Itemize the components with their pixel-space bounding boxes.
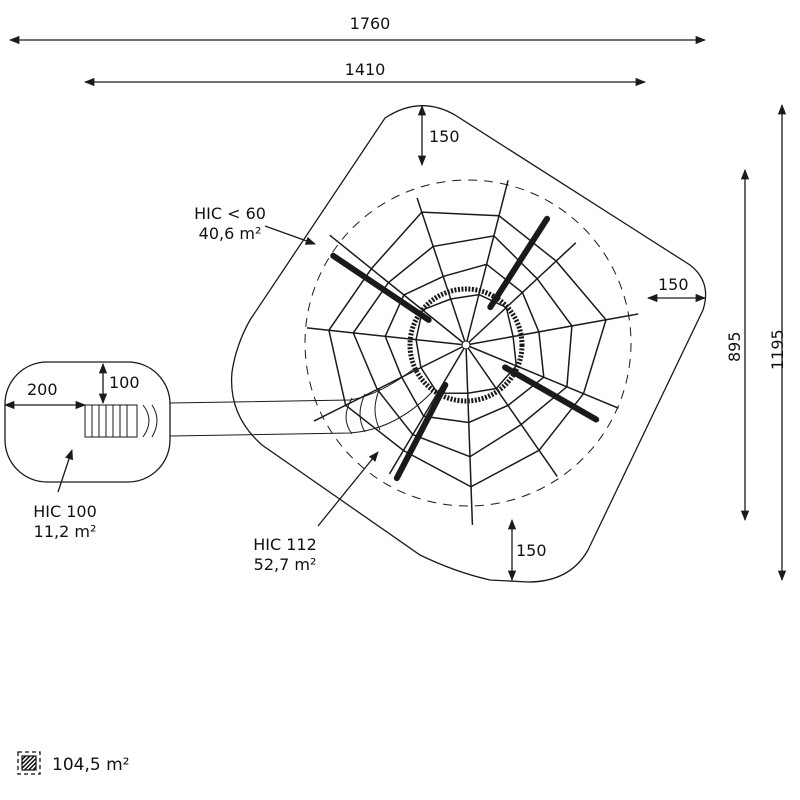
- total-area-label: 104,5 m²: [52, 755, 130, 775]
- web-spoke: [388, 344, 467, 475]
- support-beam: [393, 381, 449, 482]
- zone-label-hic60: HIC < 60 40,6 m²: [180, 204, 280, 244]
- zone-area: 52,7 m²: [253, 555, 317, 574]
- web-spoke: [465, 344, 619, 409]
- hatched-area-icon: [17, 751, 41, 775]
- web-ring: [328, 211, 607, 488]
- spider-web-net: [306, 180, 639, 525]
- zone-hic: HIC < 60: [194, 204, 266, 223]
- support-beam: [330, 252, 432, 323]
- safety-zone-slide-outline: [4, 361, 171, 483]
- web-spoke: [465, 344, 558, 477]
- dim-label-200: 200: [27, 380, 58, 399]
- support-beam: [502, 364, 600, 423]
- center-hub: [461, 340, 471, 350]
- web-spoke: [465, 344, 474, 525]
- zone-area: 40,6 m²: [198, 224, 262, 243]
- dim-label-150-bottom: 150: [516, 541, 547, 560]
- zone-label-hic112: HIC 112 52,7 m²: [235, 535, 335, 575]
- dim-label-895: 895: [725, 331, 744, 362]
- zone-hic: HIC 100: [33, 502, 97, 521]
- support-beam: [487, 215, 551, 311]
- web-ring: [384, 263, 545, 424]
- fall-zone-dashed-circle: [304, 179, 632, 507]
- pointer-arrow-hic100: [57, 449, 73, 493]
- zone-label-hic100: HIC 100 11,2 m²: [15, 502, 115, 542]
- web-spoke: [416, 197, 467, 346]
- dim-label-1760: 1760: [349, 14, 391, 33]
- dim-label-100: 100: [109, 373, 140, 392]
- safety-zone-main-outline: [230, 105, 707, 583]
- web-spoke: [313, 344, 467, 422]
- dim-label-150-right: 150: [658, 275, 689, 294]
- dim-label-1410: 1410: [344, 60, 386, 79]
- zone-area: 11,2 m²: [33, 522, 97, 541]
- pointer-arrow-hic112: [317, 451, 379, 527]
- zone-hic: HIC 112: [253, 535, 317, 554]
- web-spoke: [306, 327, 467, 346]
- web-spoke: [329, 234, 467, 346]
- dim-label-1195: 1195: [768, 329, 787, 370]
- web-ring: [352, 235, 573, 458]
- pointer-arrow-hic60: [264, 225, 316, 245]
- dim-label-150-top: 150: [429, 127, 460, 146]
- top-ring: [407, 286, 525, 404]
- web-spoke: [465, 313, 639, 346]
- web-spoke: [465, 180, 509, 346]
- web-spoke: [465, 242, 577, 346]
